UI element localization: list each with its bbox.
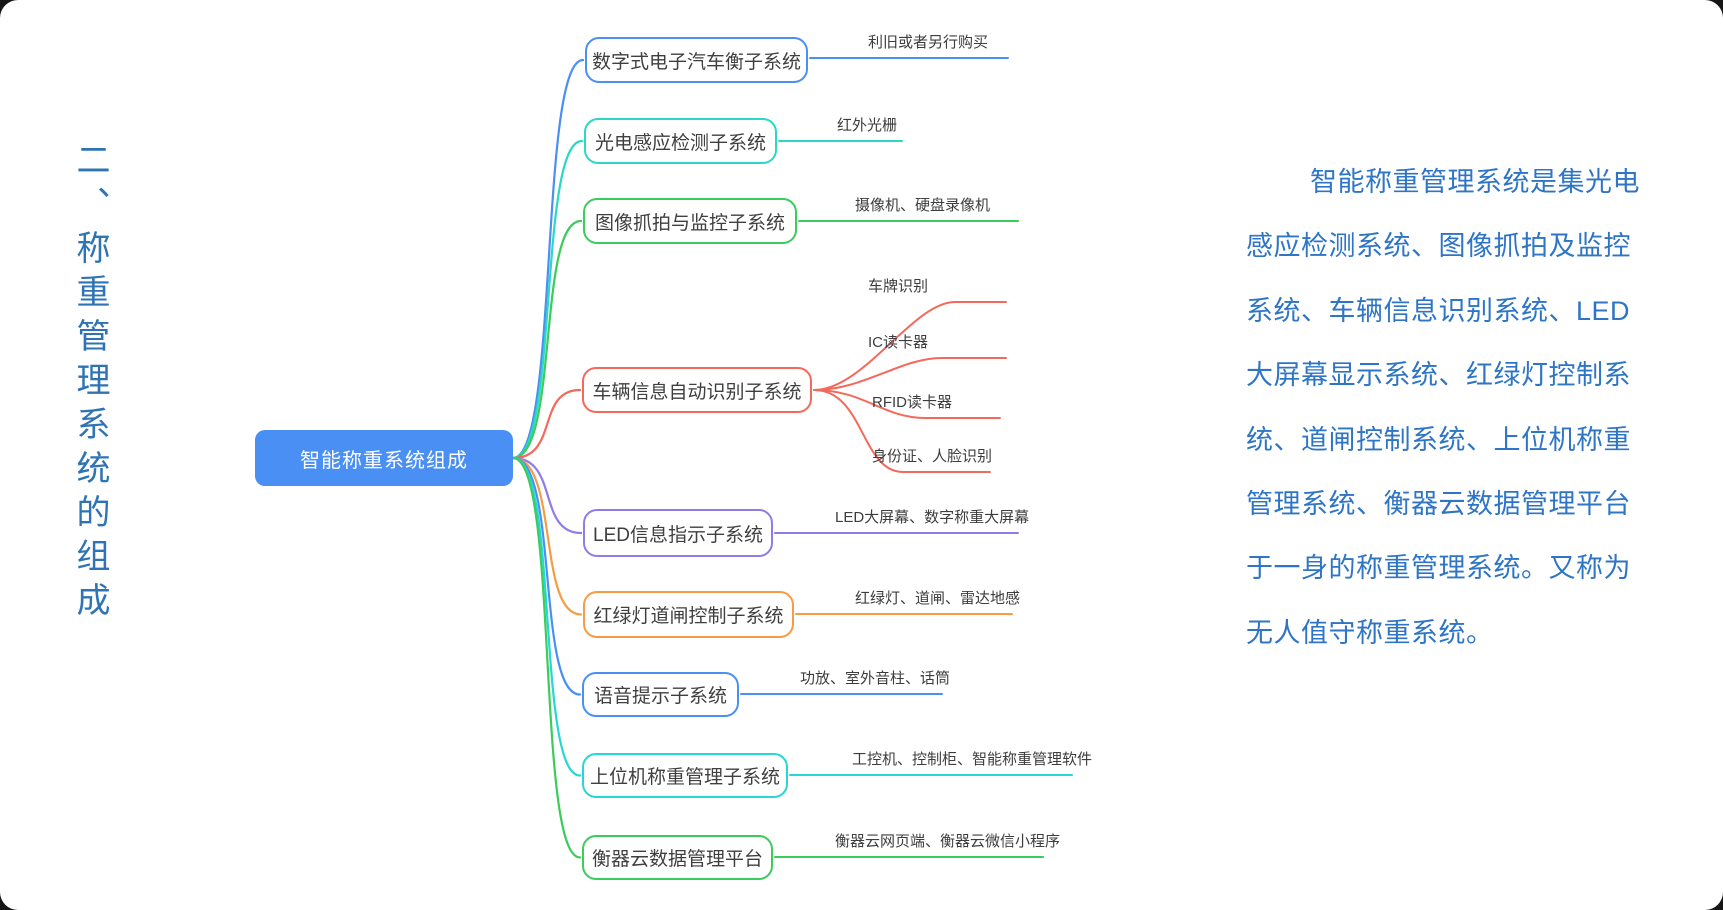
paragraph-line: 统、道闸控制系统、上位机称重 [1246, 424, 1631, 455]
connector-line [511, 219, 583, 460]
branch-node-9[interactable]: 衡器云数据管理平台 [582, 835, 773, 880]
connector-line [511, 456, 582, 777]
leaf-label[interactable]: 摄像机、硬盘录像机 [855, 197, 991, 214]
connector-line [511, 388, 582, 460]
branch-node-3[interactable]: 图像抓拍与监控子系统 [583, 198, 797, 244]
paragraph-line: 智能称重管理系统是集光电 [1310, 167, 1640, 197]
connector-line [813, 357, 1007, 391]
branch-node-7[interactable]: 语音提示子系统 [582, 672, 739, 717]
section-title: 二、称重管理系统的组成 [71, 142, 109, 626]
leaf-label[interactable]: 红绿灯、道闸、雷达地感 [855, 590, 1021, 607]
branch-node-6[interactable]: 红绿灯道闸控制子系统 [583, 591, 794, 638]
connector-line [511, 58, 585, 460]
paragraph-line: 无人值守称重系统。 [1246, 617, 1494, 648]
leaf-label[interactable]: LED大屏幕、数字称重大屏幕 [835, 509, 1030, 526]
root-node[interactable]: 智能称重系统组成 [255, 430, 513, 486]
description-paragraph: 智能称重管理系统是集光电感应检测系统、图像抓拍及监控系统、车辆信息识别系统、LE… [1246, 150, 1646, 665]
connector-line [511, 456, 583, 535]
connector-line [511, 456, 582, 859]
leaf-label[interactable]: IC读卡器 [868, 334, 929, 351]
connector-line [511, 456, 583, 616]
leaf-label[interactable]: 红外光栅 [837, 117, 898, 134]
paragraph-line: 大屏幕显示系统、红绿灯控制系 [1246, 360, 1631, 391]
paragraph-line: 系统、车辆信息识别系统、LED [1246, 295, 1631, 326]
leaf-label[interactable]: 功放、室外音柱、话筒 [800, 670, 951, 687]
paragraph-line: 于一身的称重管理系统。又称为 [1246, 553, 1631, 584]
leaf-label[interactable]: 利旧或者另行购买 [868, 34, 989, 51]
branch-node-8[interactable]: 上位机称重管理子系统 [582, 753, 788, 798]
connector-line [511, 456, 582, 696]
branch-node-5[interactable]: LED信息指示子系统 [583, 509, 773, 557]
branch-node-4[interactable]: 车辆信息自动识别子系统 [582, 367, 812, 413]
branch-node-2[interactable]: 光电感应检测子系统 [584, 118, 777, 164]
paragraph-line: 管理系统、衡器云数据管理平台 [1246, 488, 1631, 519]
leaf-label[interactable]: RFID读卡器 [872, 394, 952, 411]
paragraph-line: 感应检测系统、图像抓拍及监控 [1246, 231, 1631, 262]
leaf-label[interactable]: 身份证、人脸识别 [872, 448, 993, 465]
connector-line [511, 139, 584, 460]
leaf-label[interactable]: 车牌识别 [868, 278, 929, 295]
leaf-label[interactable]: 衡器云网页端、衡器云微信小程序 [835, 833, 1061, 850]
leaf-label[interactable]: 工控机、控制柜、智能称重管理软件 [852, 751, 1093, 768]
branch-node-1[interactable]: 数字式电子汽车衡子系统 [585, 37, 808, 83]
